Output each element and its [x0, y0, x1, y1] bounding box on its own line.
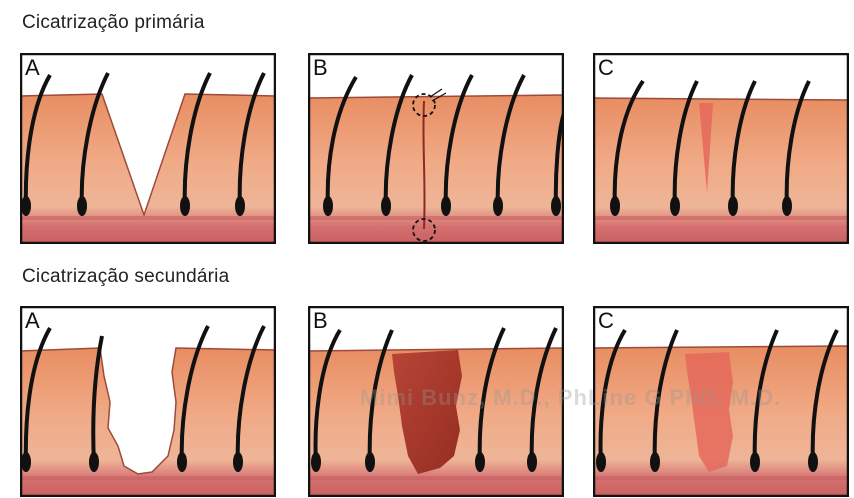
panel-letter: A [25, 55, 40, 80]
skin-diagram: B [308, 53, 564, 244]
heading-primary-healing: Cicatrização primária [22, 12, 205, 34]
panel-letter: B [313, 55, 328, 80]
skin-layers [593, 98, 849, 244]
suture-line [423, 101, 424, 229]
panel-secondary-a: A [20, 306, 276, 497]
skin-layers [308, 95, 564, 244]
panel-letter: C [598, 55, 614, 80]
panel-letter: C [598, 308, 614, 333]
panel-letter: B [313, 308, 328, 333]
skin-diagram: A [20, 53, 276, 244]
skin-diagram: C [593, 53, 849, 244]
heading-secondary-healing: Cicatrização secundária [22, 266, 229, 288]
panel-primary-c: C [593, 53, 849, 244]
panel-primary-b: B [308, 53, 564, 244]
panel-primary-a: A [20, 53, 276, 244]
watermark: Mimi Bunz, M.D., PhLine G PhD, M.D. [360, 385, 781, 411]
skin-diagram: A [20, 306, 276, 497]
panel-letter: A [25, 308, 40, 333]
